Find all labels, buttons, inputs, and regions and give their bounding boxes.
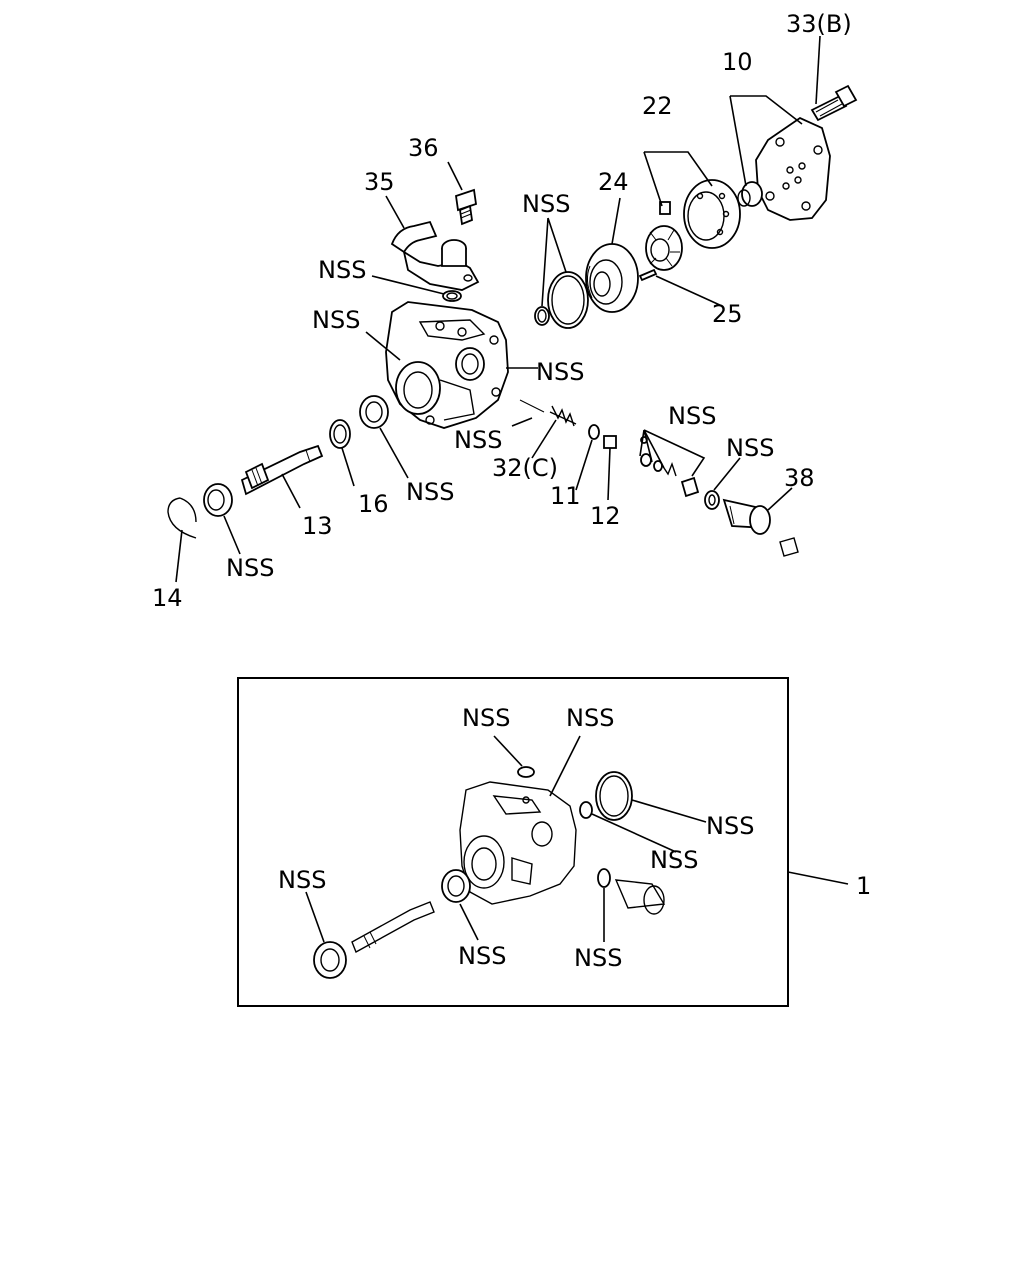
label-part-33: 33(B) [786, 10, 852, 38]
bolt-33-part [810, 84, 858, 122]
label-nss-body-left: NSS [312, 306, 360, 334]
bearing-part [203, 483, 233, 517]
suction-pipe-35-part [390, 220, 480, 291]
gasket-part [442, 290, 462, 302]
end-cover-10-part [755, 116, 831, 221]
label-inset-nss-top-right: NSS [566, 704, 614, 732]
label-inset-nss-small-o-ring: NSS [650, 846, 698, 874]
small-o-ring-part [534, 306, 550, 326]
label-inset-nss-top-left: NSS [462, 704, 510, 732]
label-part-38: 38 [784, 464, 815, 492]
washer-16-part [329, 419, 351, 449]
label-nss-bearing: NSS [226, 554, 274, 582]
oil-seal-part [359, 395, 389, 429]
cam-ring-part [683, 179, 741, 249]
label-part-22: 22 [642, 92, 673, 120]
label-nss-gasket: NSS [318, 256, 366, 284]
bush-10-part [737, 181, 763, 207]
label-nss-valve-parts: NSS [668, 402, 716, 430]
repair-kit-inset [237, 677, 849, 1007]
label-part-16: 16 [358, 490, 389, 518]
pin-25-part [638, 268, 658, 282]
label-inset-nss-bearing: NSS [278, 866, 326, 894]
label-nss-washer: NSS [726, 434, 774, 462]
large-o-ring-part [547, 271, 589, 329]
label-part-35: 35 [364, 168, 395, 196]
washer-nss-part [704, 490, 720, 510]
label-part-36: 36 [408, 134, 439, 162]
label-nss-seal-plug: NSS [454, 426, 502, 454]
connector-38-part [722, 498, 799, 557]
label-inset-nss-seal: NSS [458, 942, 506, 970]
bolt-36-part [455, 188, 477, 226]
leader-lines [175, 35, 821, 583]
label-part-10: 10 [722, 48, 753, 76]
label-part-13: 13 [302, 512, 333, 540]
flow-valve-32-part [519, 399, 577, 427]
pump-body-part [385, 301, 509, 429]
label-part-24: 24 [598, 168, 629, 196]
shaft-13-part [240, 444, 324, 496]
pressure-plate-24-part [585, 243, 639, 313]
label-part-11: 11 [550, 482, 581, 510]
label-part-1-kit: 1 [856, 872, 871, 900]
label-inset-nss-washer: NSS [574, 944, 622, 972]
o-ring-11-part [588, 424, 600, 440]
label-nss-oil-seal: NSS [406, 478, 454, 506]
label-inset-nss-large-o-ring: NSS [706, 812, 754, 840]
label-part-14: 14 [152, 584, 183, 612]
label-nss-o-rings-top: NSS [522, 190, 570, 218]
plug-12-part [603, 435, 617, 449]
label-part-32: 32(C) [492, 454, 558, 482]
label-part-25: 25 [712, 300, 743, 328]
snap-ring-14-part [167, 497, 197, 539]
label-nss-body-right: NSS [536, 358, 584, 386]
label-part-12: 12 [590, 502, 621, 530]
rotor-22-part [645, 201, 683, 271]
valve-internal-parts [640, 436, 700, 498]
